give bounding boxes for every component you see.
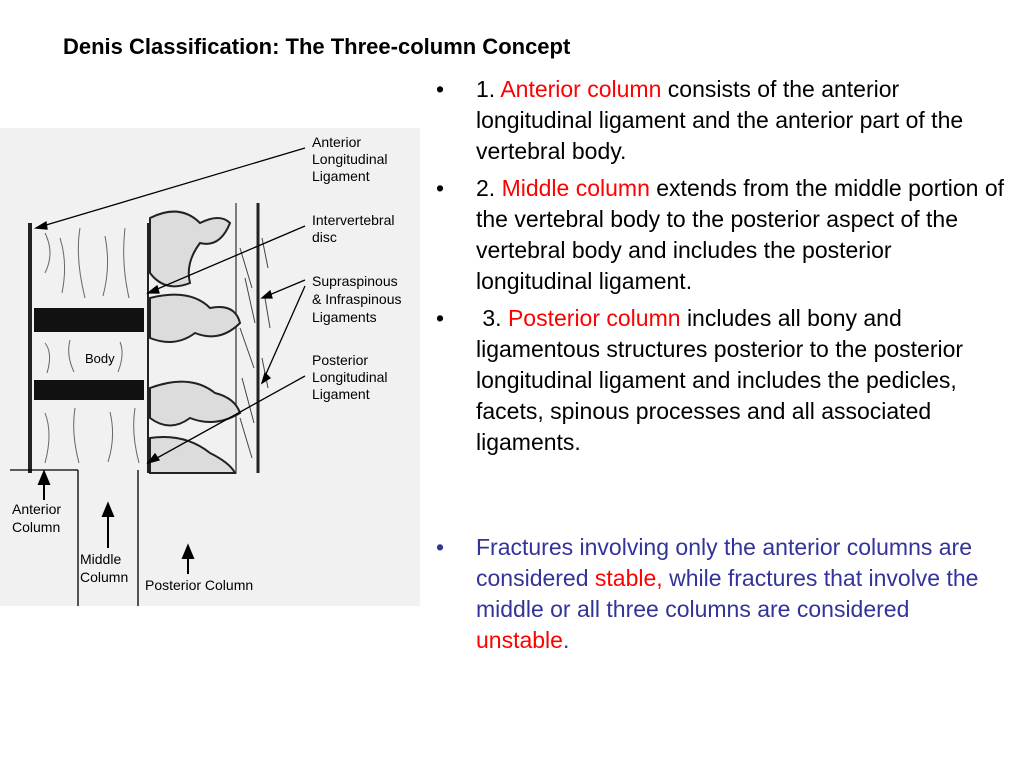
spine-illustration: Body — [10, 134, 405, 606]
disc-lower — [34, 380, 144, 400]
conclusion-text-2: while fractures that involve the middle … — [476, 565, 979, 622]
bullet-text: includes all bony and ligamentous struct… — [476, 305, 964, 455]
spine-diagram: Body — [0, 128, 420, 606]
label-supraspinous-ligaments: Supraspinous & Infraspinous Ligaments — [312, 273, 405, 325]
bullet-number: 3. — [482, 305, 502, 331]
bullet-number: 2. — [476, 175, 496, 201]
unstable-term: unstable — [476, 627, 563, 653]
conclusion-text-1: Fractures involving only the anterior co… — [476, 534, 973, 591]
bullet-marker: • — [436, 534, 445, 560]
leader-lines — [33, 147, 306, 465]
bullet-term: Anterior column — [500, 76, 662, 102]
ligament-texture — [239, 237, 271, 459]
bullet-number: 1. — [476, 76, 496, 102]
conclusion-period: . — [562, 627, 570, 653]
label-anterior-longitudinal-ligament: Anterior Longitudinal Ligament — [312, 134, 391, 184]
column-bullet-list: • 1. Anterior column consists of the ant… — [436, 74, 1006, 662]
bullet-anterior-column: • 1. Anterior column consists of the ant… — [436, 74, 1006, 167]
bullet-term: Posterior column — [507, 305, 681, 331]
label-posterior-longitudinal-ligament: Posterior Longitudinal Ligament — [312, 352, 391, 402]
bullet-text: consists of the anterior longitudinal li… — [476, 76, 964, 164]
bullet-posterior-column: • 3. Posterior column includes all bony … — [436, 303, 1006, 458]
column-arrows — [37, 469, 195, 574]
slide-title: Denis Classification: The Three-column C… — [63, 34, 571, 59]
label-posterior-column: Posterior Column — [145, 577, 253, 593]
bullet-marker: • — [436, 305, 445, 331]
posterior-elements — [149, 210, 242, 474]
bullet-text: extends from the middle portion of the v… — [476, 175, 1005, 294]
body-label: Body — [85, 351, 115, 366]
bullet-marker: • — [436, 76, 445, 102]
disc-upper — [34, 308, 144, 332]
bullet-marker: • — [436, 175, 445, 201]
bullet-middle-column: • 2. Middle column extends from the midd… — [436, 173, 1006, 297]
label-intervertebral-disc: Intervertebral disc — [312, 212, 398, 245]
bullet-conclusion: • Fractures involving only the anterior … — [436, 532, 1006, 656]
body-texture — [44, 227, 140, 464]
label-anterior-column: Anterior Column — [12, 501, 65, 535]
stable-term: stable, — [594, 565, 663, 591]
bullet-term: Middle column — [501, 175, 650, 201]
label-middle-column: Middle Column — [80, 551, 128, 585]
column-dividers — [10, 469, 139, 606]
